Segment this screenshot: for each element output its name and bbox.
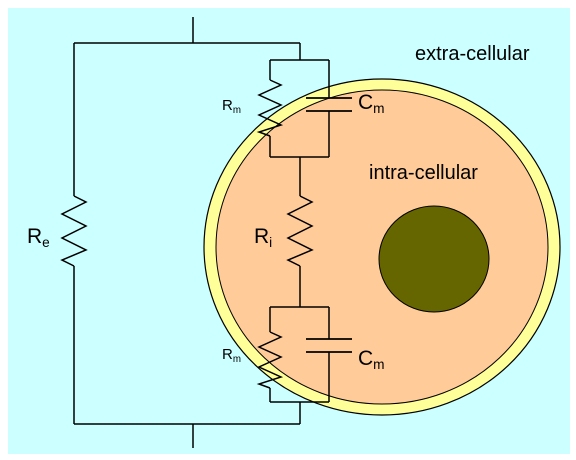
cm-bottom-label: Cm (358, 348, 385, 372)
cm-top-label: Cm (358, 92, 385, 116)
re-label: Re (27, 226, 50, 250)
circuit-wires (73, 17, 330, 448)
capacitor-cm-bottom (306, 338, 352, 353)
nucleus (378, 205, 490, 313)
cm-bottom-label-base: C (358, 347, 374, 370)
re-label-base: R (27, 225, 43, 248)
rm-bottom-label-sub: m (232, 353, 241, 365)
resistor-rm-bottom (256, 331, 284, 389)
rm-top-label-base: R (222, 97, 233, 114)
intracellular-label: intra-cellular (369, 162, 478, 184)
ri-label: Ri (254, 226, 272, 250)
cm-top-label-sub: m (373, 101, 385, 117)
rm-top-label-sub: m (232, 104, 241, 116)
rm-bottom-label: Rm (222, 347, 241, 365)
re-label-sub: e (42, 235, 50, 251)
resistor-ri (286, 195, 314, 267)
ri-label-base: R (254, 225, 270, 248)
extracellular-label: extra-cellular (415, 43, 530, 65)
resistor-re (60, 195, 88, 267)
cm-top-label-base: C (358, 91, 374, 114)
resistor-rm-top (256, 79, 284, 137)
capacitor-cm-top (306, 97, 352, 112)
ri-label-sub: i (269, 235, 273, 251)
rm-top-label: Rm (222, 98, 241, 116)
cm-bottom-label-sub: m (373, 357, 385, 373)
rm-bottom-label-base: R (222, 346, 233, 363)
